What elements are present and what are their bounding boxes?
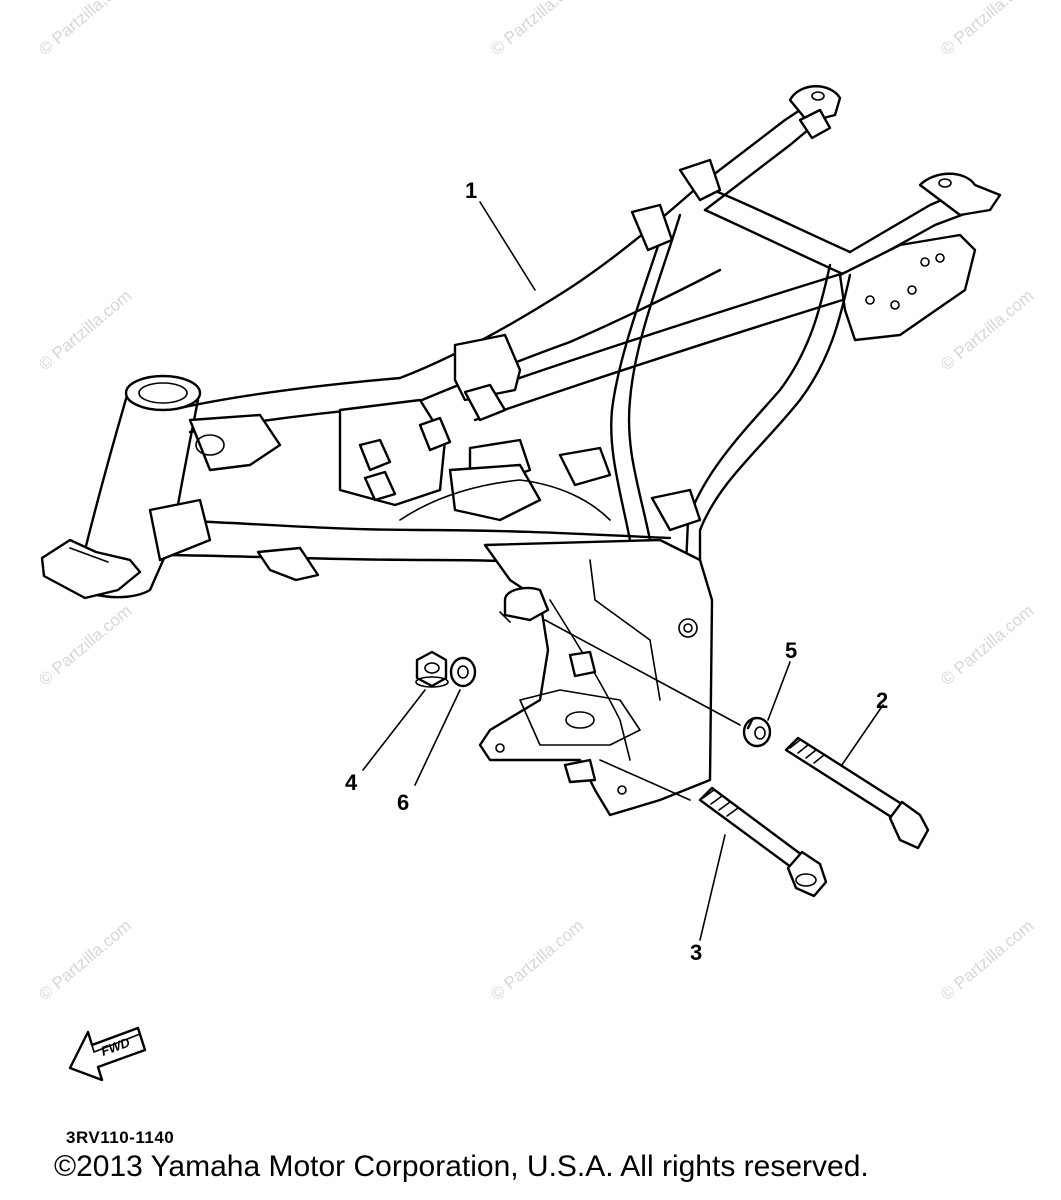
diagram-code: 3RV110-1140 bbox=[66, 1128, 175, 1147]
lock-washer-part-5 bbox=[742, 716, 772, 748]
nut-part-4 bbox=[415, 650, 449, 688]
bolt-part-3 bbox=[698, 786, 828, 898]
washer-part-6 bbox=[449, 656, 477, 688]
callout-2: 2 bbox=[876, 688, 889, 713]
callout-3: 3 bbox=[690, 940, 703, 965]
leader-lines bbox=[362, 201, 884, 941]
frame-part-1 bbox=[40, 85, 1002, 817]
fwd-arrow-icon: FWD bbox=[68, 1026, 147, 1082]
copyright-notice: ©2013 Yamaha Motor Corporation, U.S.A. A… bbox=[54, 1150, 869, 1183]
callout-6: 6 bbox=[397, 790, 410, 815]
callout-1: 1 bbox=[465, 178, 478, 203]
callout-4: 4 bbox=[345, 770, 358, 795]
bolt-part-2 bbox=[784, 736, 930, 850]
callout-5: 5 bbox=[785, 638, 798, 663]
